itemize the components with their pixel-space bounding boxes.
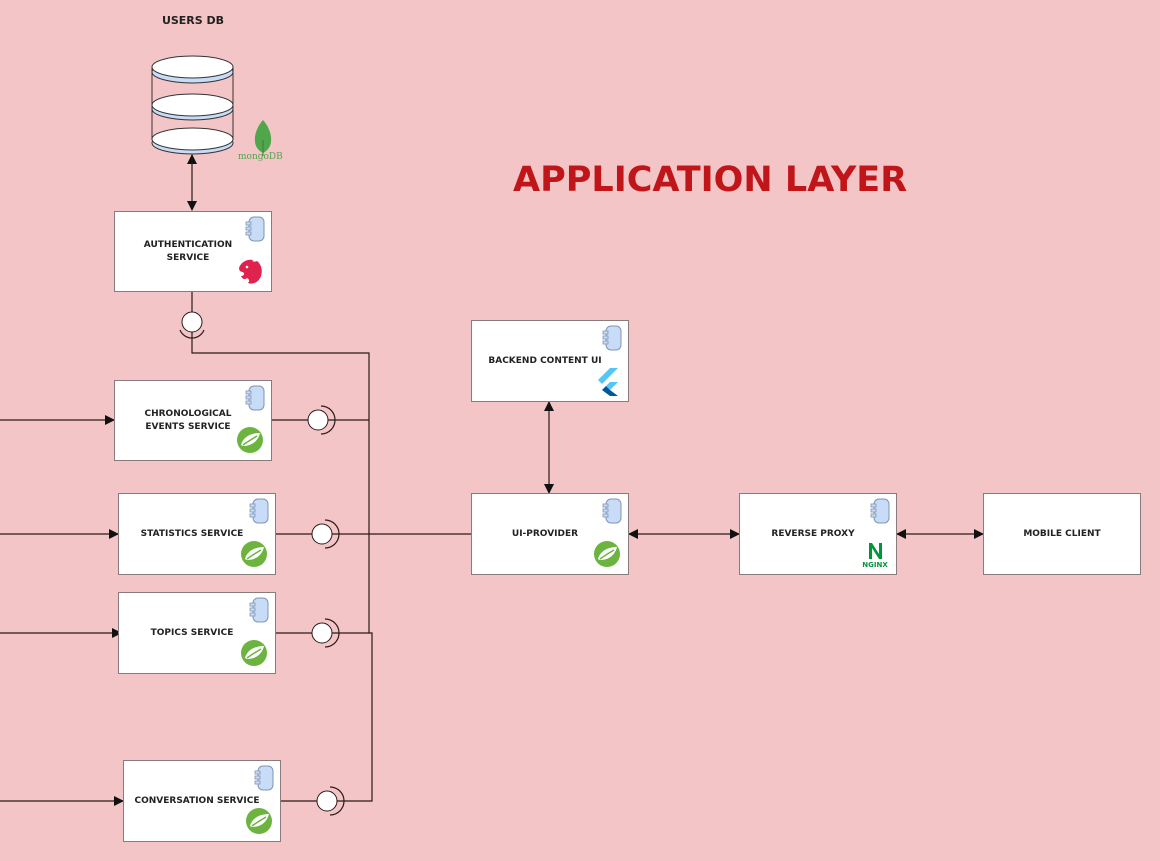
component-icon	[254, 765, 274, 791]
component-icon	[249, 597, 269, 623]
service-label: STATISTICS SERVICE	[140, 528, 244, 539]
chronological-events-service-box[interactable]: CHRONOLOGICAL EVENTS SERVICE	[114, 380, 272, 461]
statistics-service-box[interactable]: STATISTICS SERVICE	[118, 493, 276, 575]
spring-icon	[241, 541, 267, 567]
spring-icon	[594, 541, 620, 567]
database-label: USERS DB	[161, 14, 225, 27]
reverse-proxy-box[interactable]: REVERSE PROXY NGINX	[739, 493, 897, 575]
topics-interface-lollipop	[311, 618, 340, 648]
topics-service-box[interactable]: TOPICS SERVICE	[118, 592, 276, 674]
component-icon	[249, 498, 269, 524]
mongodb-leaf-icon	[254, 120, 272, 156]
service-label: TOPICS SERVICE	[150, 627, 234, 638]
stats-interface-lollipop	[311, 519, 340, 549]
spring-icon	[241, 640, 267, 666]
service-label: REVERSE PROXY	[771, 528, 855, 539]
component-icon	[870, 498, 890, 524]
component-icon	[602, 498, 622, 524]
service-label: CONVERSATION SERVICE	[134, 795, 260, 806]
component-icon	[245, 216, 265, 242]
mongodb-logo-text: mongoDB	[238, 152, 283, 162]
database-cylinder-icon	[151, 55, 234, 155]
nginx-icon: NGINX	[862, 543, 888, 569]
backend-content-ui-box[interactable]: BACKEND CONTENT UI	[471, 320, 629, 402]
service-label: MOBILE CLIENT	[1023, 528, 1101, 539]
component-icon	[245, 385, 265, 411]
bus-line-lower	[340, 534, 373, 802]
service-label: AUTHENTICATION SERVICE	[143, 239, 233, 263]
ui-provider-box[interactable]: UI-PROVIDER	[471, 493, 629, 575]
diagram-title: APPLICATION LAYER	[513, 160, 908, 200]
service-label: UI-PROVIDER	[511, 528, 579, 539]
spring-icon	[246, 808, 272, 834]
spring-icon	[237, 427, 263, 453]
flutter-icon	[598, 368, 618, 396]
svg-text:NGINX: NGINX	[862, 561, 888, 569]
mobile-client-box[interactable]: MOBILE CLIENT	[983, 493, 1141, 575]
conv-interface-lollipop	[316, 786, 345, 816]
nestjs-icon	[239, 259, 262, 284]
service-label: BACKEND CONTENT UI	[488, 355, 602, 366]
auth-interface-lollipop	[179, 311, 205, 339]
chrono-interface-lollipop	[307, 405, 336, 435]
authentication-service-box[interactable]: AUTHENTICATION SERVICE	[114, 211, 272, 292]
conversation-service-box[interactable]: CONVERSATION SERVICE	[123, 760, 281, 842]
component-icon	[602, 325, 622, 351]
service-label: CHRONOLOGICAL EVENTS SERVICE	[144, 408, 232, 432]
